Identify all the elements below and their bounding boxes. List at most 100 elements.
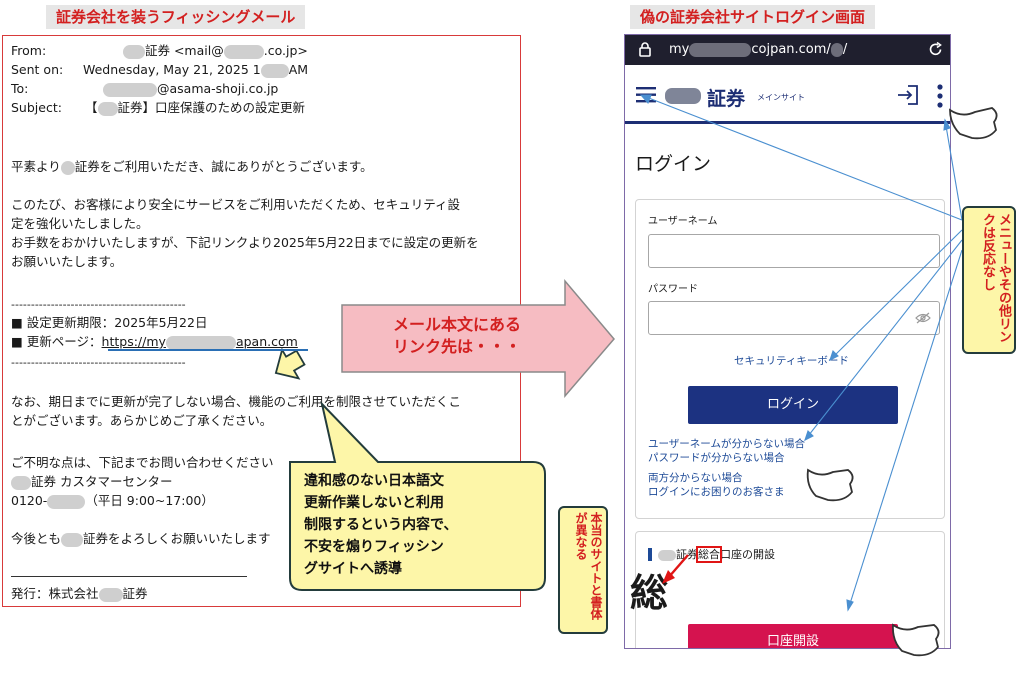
url-mid: cojpan.com/ (751, 42, 831, 57)
link-prefix: https://my (101, 334, 166, 349)
zoomed-char: 総 (630, 571, 669, 615)
arrow-caption: メール本文にある リンク先は・・・ (352, 314, 562, 358)
url-end: / (842, 42, 848, 57)
url-prefix: my (669, 42, 690, 57)
phone-hours: （平日 9:00~17:00） (85, 493, 214, 508)
email-rule: ----------------------------------------… (11, 356, 186, 369)
url-text: my cojpan.com/ / (669, 42, 847, 57)
menu-note: メニューやその他リンクは反応なし (962, 206, 1016, 354)
brand-subtitle: メインサイト (757, 93, 805, 102)
open-account-button[interactable]: 口座開設 (688, 624, 898, 648)
hand-pointer-icons (806, 107, 998, 657)
subject-label: Subject: (11, 100, 62, 115)
lock-icon (639, 42, 651, 57)
phishing-link[interactable]: https://my apan.com (101, 334, 298, 350)
forgot-both-link[interactable]: 両方分からない場合 (648, 472, 743, 484)
redacted (60, 160, 75, 175)
email-line: 定を強化いたしました。 (11, 216, 149, 231)
email-to: To: @asama-shoji.co.jp (11, 80, 278, 97)
redacted (61, 532, 84, 547)
sent-label: Sent on: (11, 62, 64, 77)
redacted (658, 549, 676, 561)
email-line: とがございます。あらかじめご了承ください。 (11, 413, 273, 428)
username-label: ユーザーネーム (648, 216, 718, 227)
phishing-email: From: 証券 <mail@.co.jp> Sent on: Wednesda… (2, 35, 521, 607)
phone-prefix: 0120- (11, 493, 48, 508)
link-suffix: apan.com (235, 334, 298, 349)
bubble-line: グサイトへ誘導 (304, 561, 402, 577)
redacted (98, 587, 123, 602)
from-domain: .co.jp> (263, 43, 308, 58)
email-line: なお、期日までに更新が完了しない場合、機能のご利用を制限させていただくこ (11, 394, 462, 409)
account-title-c: 口座の開設 (720, 548, 775, 561)
redacted (830, 42, 843, 57)
p5-text: 証券をよろしくお願いいたします (83, 531, 271, 546)
sent-value-end: AM (288, 62, 309, 77)
reload-icon[interactable] (928, 42, 943, 57)
to-label: To: (11, 81, 29, 96)
arrow-caption-line-1: メール本文にある (392, 315, 521, 334)
redacted (223, 44, 264, 59)
footer-prefix: 発行：株式会社 (11, 586, 99, 601)
to-value: @asama-shoji.co.jp (156, 81, 279, 96)
browser-url-bar[interactable]: my cojpan.com/ / (625, 35, 950, 65)
redacted (102, 82, 157, 97)
font-note: 本当のサイトと書体が異なる (558, 506, 608, 634)
eye-off-icon[interactable] (915, 312, 931, 324)
login-card: ユーザーネーム パスワード セキュリティキーボード ログイン ユーザーネームが分… (635, 199, 945, 519)
login-button[interactable]: ログイン (688, 386, 898, 424)
redacted-logo (665, 88, 701, 104)
sent-value: Wednesday, May 21, 2025 1 (82, 62, 261, 77)
email-line: お手数をおかけいたしますが、下記リンクより2025年5月22日までに設定の更新を (11, 235, 479, 250)
security-keyboard-link[interactable]: セキュリティキーボード (734, 355, 849, 367)
site-heading: 偽の証券会社サイトログイン画面 (630, 5, 876, 29)
forgot-username-link[interactable]: ユーザーネームが分からない場合 (648, 438, 805, 450)
email-line: このたび、お客様により安全にサービスをご利用いただくため、セキュリティ設 (11, 197, 461, 212)
bubble-line: 不安を煽りフィッシン (304, 539, 444, 555)
email-heading: 証券会社を装うフィッシングメール (46, 5, 306, 29)
site-header: 証券 メインサイト (625, 65, 950, 124)
email-from: From: 証券 <mail@.co.jp> (11, 42, 308, 59)
subject-prefix: 【 (84, 100, 98, 115)
redacted (47, 494, 86, 509)
update-deadline: ■ 設定更新期限：2025年5月22日 (11, 315, 208, 330)
redacted (260, 63, 289, 78)
email-subject: Subject: 【 証券】口座保護のための設定更新 (11, 99, 305, 116)
bubble-text: 違和感のない日本語文 更新作業しないと利用 制限するという内容で、 不安を煽りフ… (304, 470, 534, 580)
brand-name[interactable]: 証券 (707, 88, 746, 110)
redacted (165, 335, 236, 350)
subject-value: 証券】口座保護のための設定更新 (117, 100, 306, 115)
bubble-line: 違和感のない日本語文 (304, 473, 444, 489)
link-arrow (341, 278, 615, 399)
login-help-link[interactable]: ログインにお困りのお客さま (648, 486, 785, 498)
p1-prefix: 平素より (11, 159, 61, 174)
email-line: ご不明な点は、下記までお問い合わせください (11, 455, 274, 470)
signature-divider (11, 576, 247, 577)
more-options-icon[interactable] (936, 84, 944, 108)
bubble-line: 制限するという内容で、 (304, 517, 458, 533)
from-label: From: (11, 43, 47, 58)
update-page-label: ■ 更新ページ： (11, 334, 102, 349)
email-sent: Sent on: Wednesday, May 21, 2025 1 AM (11, 61, 308, 78)
username-input[interactable] (648, 234, 940, 268)
login-icon[interactable] (897, 84, 919, 106)
phone-number: 0120- （平日 9:00~17:00） (11, 492, 214, 509)
login-title: ログイン (635, 153, 712, 175)
arrow-caption-line-2: リンク先は・・・ (392, 337, 521, 356)
redacted (689, 42, 752, 57)
customer-center: 証券 カスタマーセンター (11, 473, 172, 490)
redacted (122, 44, 145, 59)
center-text: 証券 カスタマーセンター (31, 474, 173, 489)
bubble-line: 更新作業しないと利用 (304, 495, 444, 511)
email-paragraph-1: 平素より証券をご利用いただき、誠にありがとうございます。 (11, 158, 373, 175)
email-line: お願いいたします。 (11, 254, 123, 269)
email-footer: 発行：株式会社 証券 (11, 585, 148, 602)
p5-prefix: 今後とも (11, 531, 62, 546)
forgot-password-link[interactable]: パスワードが分からない場合 (648, 452, 785, 464)
redacted (97, 101, 118, 116)
p1-text: 証券をご利用いただき、誠にありがとうございます。 (74, 159, 373, 174)
email-rule: ----------------------------------------… (11, 298, 186, 311)
footer-suffix: 証券 (122, 586, 148, 601)
password-label: パスワード (648, 284, 698, 295)
